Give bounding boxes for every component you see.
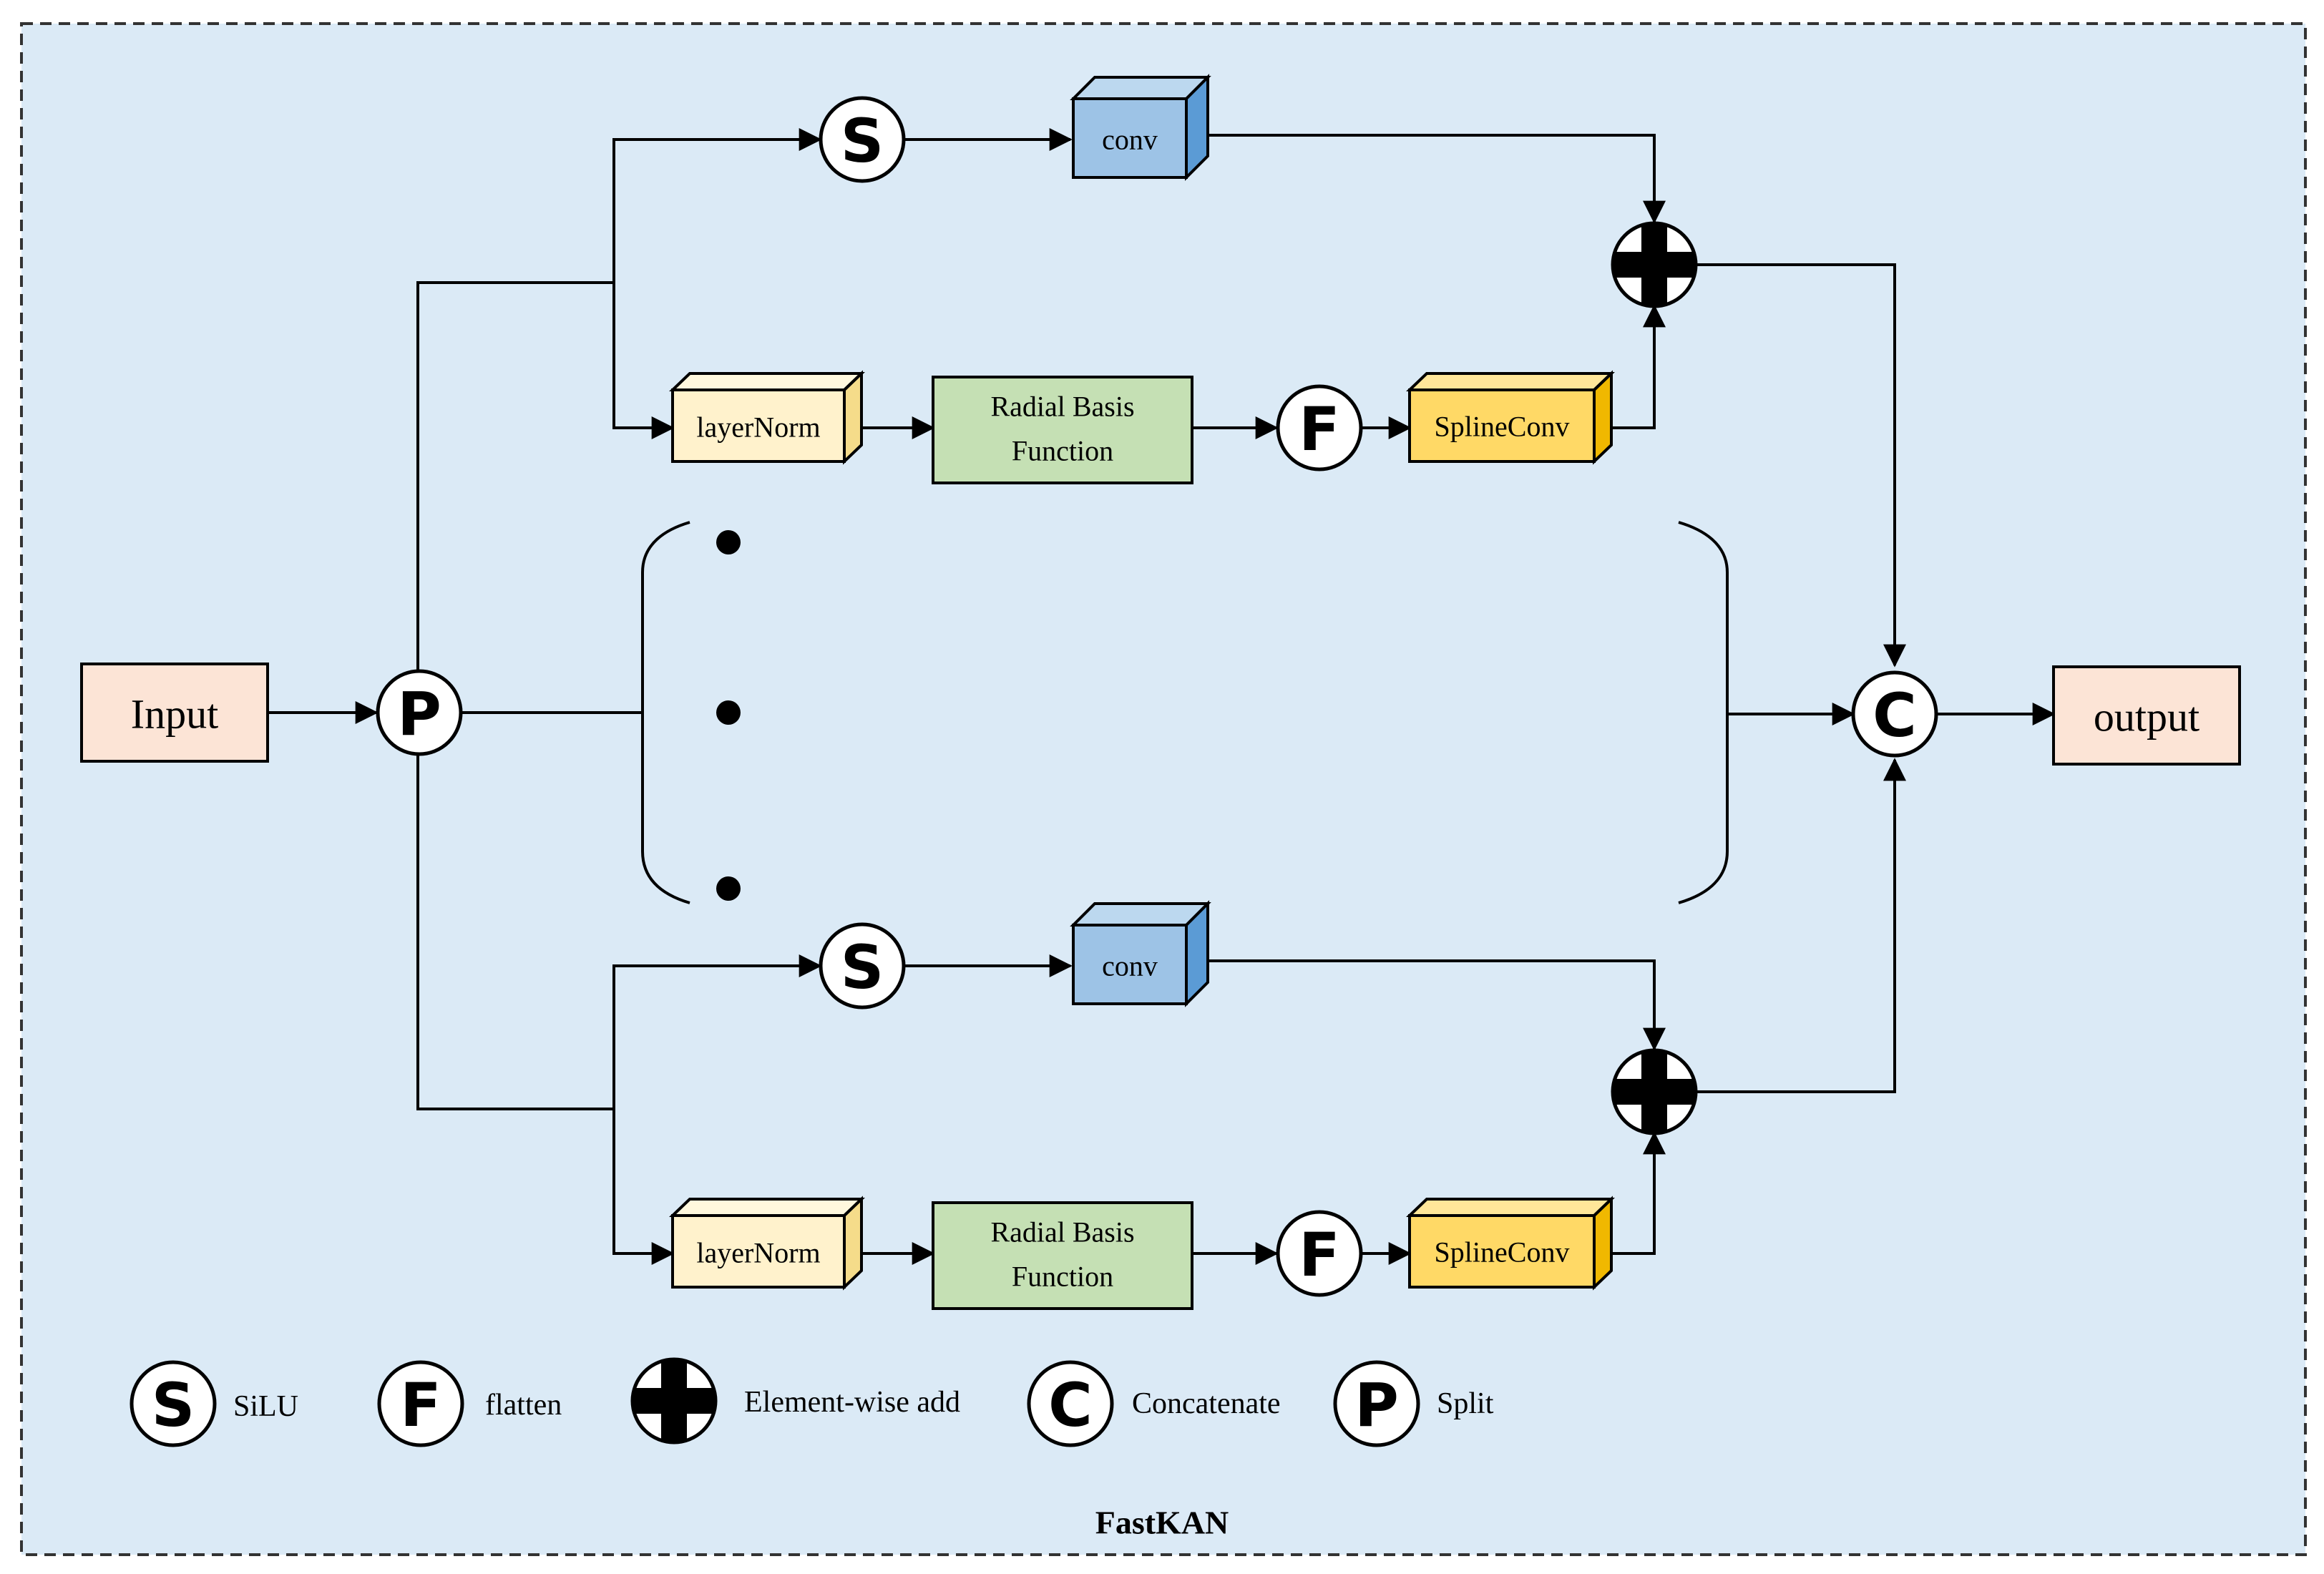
upper-splineconv-block: SplineConv	[1406, 370, 1615, 465]
upper-splineconv-label: SplineConv	[1435, 411, 1570, 443]
upper-conv-label: conv	[1102, 124, 1158, 156]
legend-concatenate-label: Concatenate	[1132, 1387, 1281, 1420]
legend-item-flatten: F flatten	[377, 1360, 562, 1447]
diagram-title: FastKAN	[1095, 1505, 1229, 1541]
lower-layernorm-block: layerNorm	[669, 1196, 865, 1291]
output-node: output	[2052, 665, 2241, 766]
upper-rbf-label-line2: Function	[1012, 435, 1113, 467]
connectors	[268, 128, 2056, 1265]
ellipsis-dot-middle	[716, 700, 741, 725]
legend-silu-symbol: S	[152, 1370, 195, 1440]
ellipsis-dot-top	[716, 530, 741, 554]
legend-item-add: Element-wise add	[633, 1359, 960, 1442]
lower-rbf-block: Radial Basis Function	[932, 1201, 1193, 1310]
legend-item-silu: S SiLU	[130, 1360, 298, 1447]
legend-flatten-symbol: F	[400, 1370, 441, 1440]
lower-splineconv-label: SplineConv	[1435, 1236, 1570, 1269]
split-node: P	[376, 669, 463, 756]
lower-silu-node: S	[819, 922, 906, 1010]
upper-silu-node: S	[819, 96, 906, 183]
output-label: output	[2094, 694, 2200, 740]
legend-item-concatenate: C Concatenate	[1027, 1360, 1281, 1447]
upper-rbf-block: Radial Basis Function	[932, 376, 1193, 484]
upper-silu-symbol: S	[841, 106, 884, 176]
lower-add-node	[1613, 1050, 1696, 1133]
upper-rbf-label-line1: Radial Basis	[990, 391, 1134, 423]
legend-split-symbol: P	[1354, 1370, 1399, 1440]
legend-split-label: Split	[1437, 1387, 1494, 1420]
lower-conv-label: conv	[1102, 950, 1158, 982]
lower-flatten-symbol: F	[1299, 1220, 1339, 1290]
upper-conv-block: conv	[1070, 74, 1211, 181]
legend: S SiLU F flatten Element-wise add C Conc…	[130, 1359, 1494, 1447]
ellipsis-dot-bottom	[716, 876, 741, 901]
lower-flatten-node: F	[1276, 1210, 1363, 1297]
upper-layernorm-block: layerNorm	[669, 370, 865, 465]
legend-silu-label: SiLU	[233, 1390, 298, 1423]
input-label: Input	[131, 691, 218, 738]
diagram-panel	[20, 22, 2307, 1556]
concat-symbol: C	[1873, 680, 1917, 751]
lower-rbf-label-line2: Function	[1012, 1261, 1113, 1293]
legend-concatenate-symbol: C	[1048, 1370, 1093, 1440]
legend-add-label: Element-wise add	[744, 1386, 960, 1419]
input-node: Input	[80, 663, 269, 763]
upper-flatten-node: F	[1276, 384, 1363, 471]
lower-silu-symbol: S	[841, 932, 884, 1002]
legend-flatten-label: flatten	[485, 1389, 562, 1422]
legend-add-icon	[633, 1359, 716, 1442]
upper-add-node	[1613, 223, 1696, 306]
right-bracket	[1678, 521, 1729, 904]
lower-conv-block: conv	[1070, 900, 1211, 1007]
lower-rbf-label-line1: Radial Basis	[990, 1216, 1134, 1248]
left-bracket	[641, 521, 690, 904]
lower-layernorm-label: layerNorm	[696, 1237, 820, 1269]
concat-node: C	[1851, 670, 1938, 758]
split-symbol: P	[397, 679, 441, 749]
upper-flatten-symbol: F	[1299, 394, 1339, 464]
lower-splineconv-block: SplineConv	[1406, 1196, 1615, 1291]
upper-layernorm-label: layerNorm	[696, 411, 820, 444]
legend-item-split: P Split	[1333, 1360, 1494, 1447]
